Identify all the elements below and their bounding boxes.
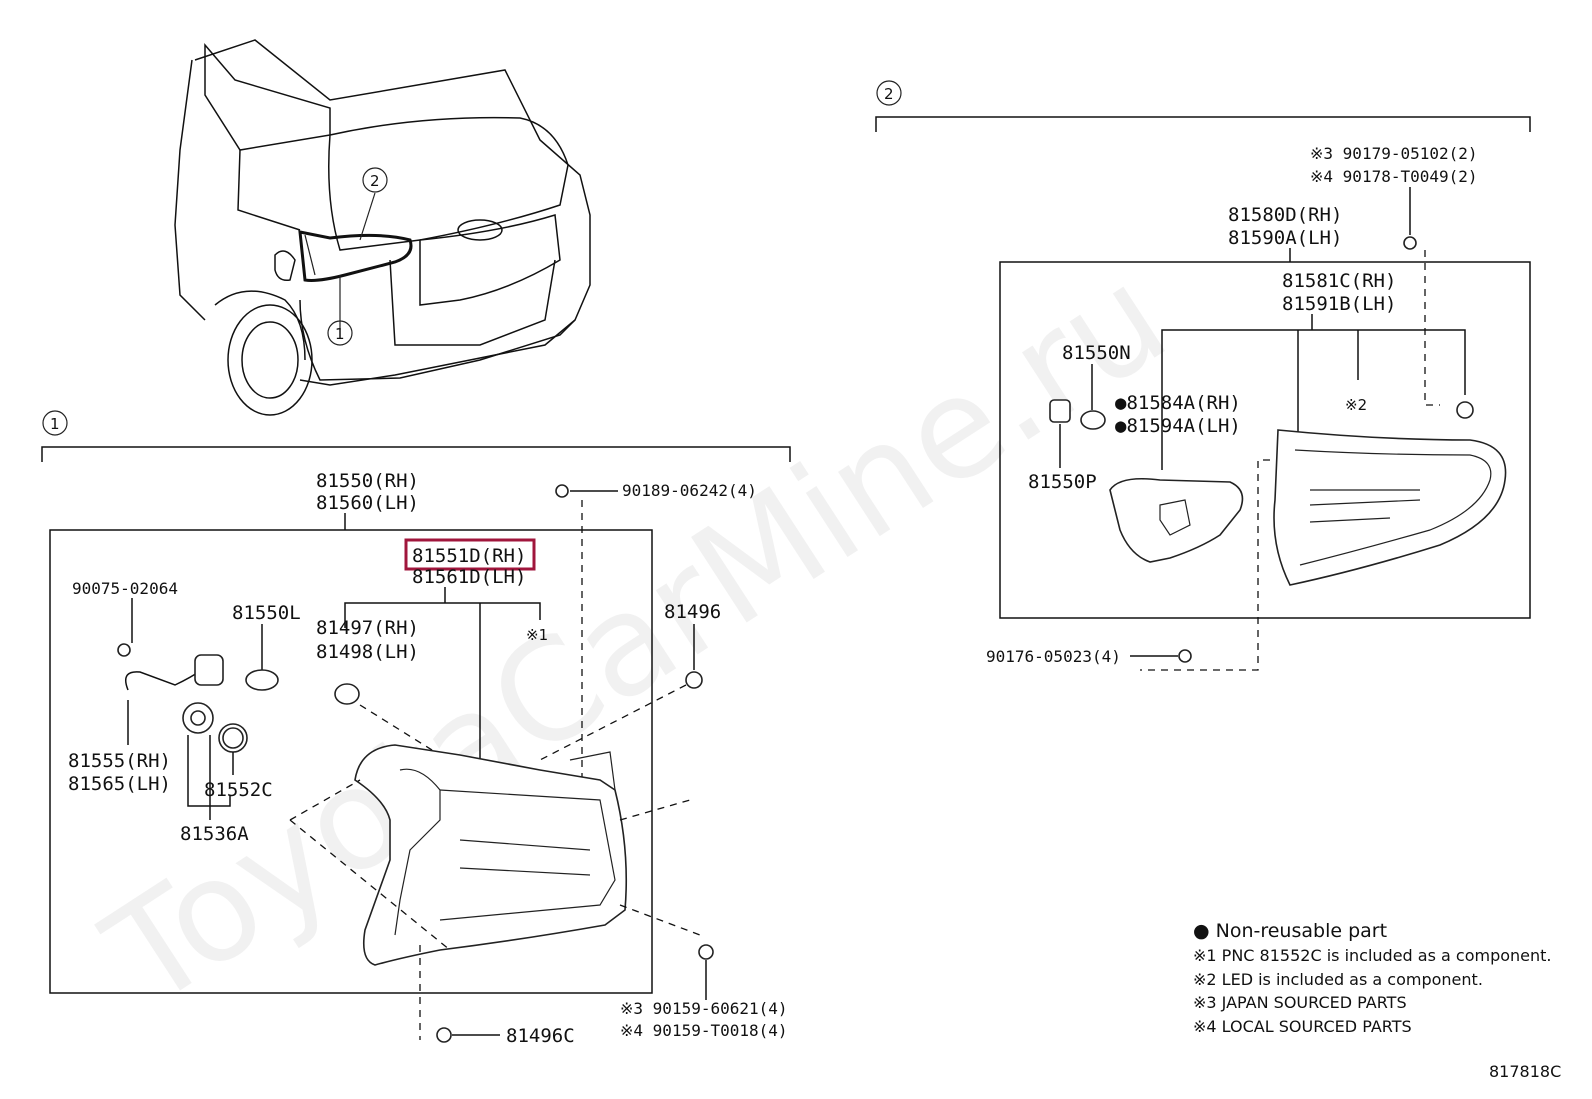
label-90159-t0018: ※4 90159-T0018(4) <box>620 1021 788 1040</box>
label-90176-05023: 90176-05023(4) <box>986 647 1121 666</box>
legend-non-reusable: ● Non-reusable part <box>1193 920 1387 942</box>
socket-81536a-inner <box>190 710 206 726</box>
wire-harness-81555 <box>125 667 206 691</box>
callout-2-text: 2 <box>370 172 380 190</box>
assembly-box-81550 <box>49 529 653 994</box>
legend-note-3: ※3 JAPAN SOURCED PARTS <box>1193 993 1407 1012</box>
legend-note-1: ※1 PNC 81552C is included as a component… <box>1193 946 1552 965</box>
label-81550-rh: 81550(RH) <box>316 470 419 492</box>
clip-81496c <box>436 1027 452 1043</box>
highlight-box-81551d <box>404 538 536 571</box>
clip-81496 <box>685 671 703 689</box>
cushion-81497 <box>334 683 360 705</box>
label-81560-lh: 81560(LH) <box>316 492 419 514</box>
label-90189-06242: 90189-06242(4) <box>622 481 757 500</box>
tail-lamp-81551d <box>354 744 628 966</box>
label-81550n: 81550N <box>1062 342 1131 364</box>
label-81498-lh: 81498(LH) <box>316 641 419 663</box>
label-81550p: 81550P <box>1028 471 1097 493</box>
label-81536a: 81536A <box>180 823 249 845</box>
inner-lamp-81581c <box>1273 429 1507 586</box>
section-1-callout <box>42 410 68 436</box>
screw-90189 <box>555 484 569 498</box>
label-81590a-lh: 81590A(LH) <box>1228 227 1342 249</box>
label-81550l: 81550L <box>232 602 301 624</box>
socket-81550l <box>194 654 224 686</box>
watermark: ToyotaCarMine.ru <box>79 236 1194 1039</box>
vehicle-sketch: 2 1 <box>174 39 591 416</box>
label-81496: 81496 <box>664 601 721 623</box>
socket-81550p <box>1049 399 1071 423</box>
gasket-81584a <box>1109 477 1244 563</box>
label-90178-t0049: ※4 90178-T0049(2) <box>1310 167 1478 186</box>
label-81581c-rh: 81581C(RH) <box>1282 270 1396 292</box>
note-2-marker: ※2 <box>1345 396 1367 414</box>
label-81561d-lh: 81561D(LH) <box>412 566 526 588</box>
label-81580d-rh: 81580D(RH) <box>1228 204 1342 226</box>
label-81584a-rh: ●81584A(RH) <box>1115 392 1241 414</box>
label-81497-rh: 81497(RH) <box>316 617 419 639</box>
bulb-81550n <box>1080 410 1106 430</box>
label-81594a-lh: ●81594A(LH) <box>1115 415 1241 437</box>
screw-90075 <box>117 643 131 657</box>
bulb-81550l <box>245 669 279 691</box>
label-81551d-rh: 81551D(RH) <box>412 545 526 567</box>
callout-circle-1 <box>327 320 353 346</box>
label-90159-60621: ※3 90159-60621(4) <box>620 999 788 1018</box>
legend-note-2: ※2 LED is included as a component. <box>1193 970 1483 989</box>
label-81552c: 81552C <box>204 779 273 801</box>
label-90075-02064: 90075-02064 <box>72 579 178 598</box>
label-81565-lh: 81565(LH) <box>68 773 171 795</box>
screw-90159 <box>698 944 714 960</box>
label-81591b-lh: 81591B(LH) <box>1282 293 1396 315</box>
section-2-bracket <box>875 116 1531 132</box>
callout-circle-2 <box>362 167 388 193</box>
legend-note-4: ※4 LOCAL SOURCED PARTS <box>1193 1017 1412 1036</box>
section-1-bracket <box>41 446 791 462</box>
legend: ● Non-reusable part ※1 PNC 81552C is inc… <box>1193 920 1552 1036</box>
section-2: 2 ※3 90179-05102(2) ※4 90178-T0049(2) 81… <box>875 80 1531 671</box>
note-1-marker: ※1 <box>526 626 548 644</box>
section-2-callout-text: 2 <box>884 85 894 103</box>
screw-90179 <box>1403 236 1417 250</box>
section-1: 1 81550(RH) 81560(LH) 81551D(RH) 81561D(… <box>41 410 791 1047</box>
label-81496c: 81496C <box>506 1025 575 1047</box>
label-90179-05102: ※3 90179-05102(2) <box>1310 144 1478 163</box>
callout-1-text: 1 <box>335 325 345 343</box>
screw-90176 <box>1178 649 1192 663</box>
section-1-callout-text: 1 <box>50 415 60 433</box>
assembly-box-81580d <box>999 261 1531 619</box>
clip-90179 <box>1456 401 1474 419</box>
label-81555-rh: 81555(RH) <box>68 750 171 772</box>
reference-number: 817818C <box>1489 1062 1561 1081</box>
gasket-81552c-inner <box>222 727 244 749</box>
section-2-callout <box>876 80 902 106</box>
